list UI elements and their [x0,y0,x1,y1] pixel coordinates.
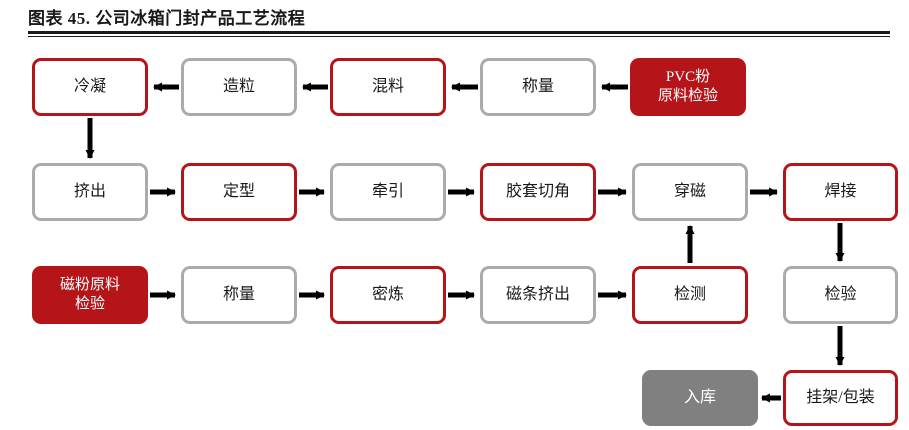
node-extrusion[interactable]: 挤出 [32,163,148,221]
node-condensation[interactable]: 冷凝 [32,58,148,116]
node-magnetic-strip-extrusion[interactable]: 磁条挤出 [480,266,596,324]
node-internal-mixing[interactable]: 密炼 [330,266,446,324]
node-magnet-threading[interactable]: 穿磁 [632,163,748,221]
node-granulation[interactable]: 造粒 [181,58,297,116]
node-weighing-magnetic-powder[interactable]: 称量 [181,266,297,324]
node-traction[interactable]: 牵引 [330,163,446,221]
node-pvc-powder-material-inspection[interactable]: PVC粉 原料检验 [630,58,746,116]
node-mixing[interactable]: 混料 [330,58,446,116]
node-racking-packaging[interactable]: 挂架/包装 [783,370,898,426]
node-welding[interactable]: 焊接 [783,163,898,221]
node-testing[interactable]: 检测 [632,266,748,324]
title-rule-thick [28,31,890,34]
node-warehousing[interactable]: 入库 [642,370,758,426]
title-rule-thin [28,36,890,37]
node-weighing-pvc[interactable]: 称量 [480,58,596,116]
figure-title: 图表 45. 公司冰箱门封产品工艺流程 [28,9,306,28]
node-inspection[interactable]: 检验 [783,266,898,324]
node-magnetic-powder-material-inspection[interactable]: 磁粉原料 检验 [32,266,148,324]
node-shaping[interactable]: 定型 [181,163,297,221]
node-rubber-sleeve-corner-cutting[interactable]: 胶套切角 [480,163,596,221]
